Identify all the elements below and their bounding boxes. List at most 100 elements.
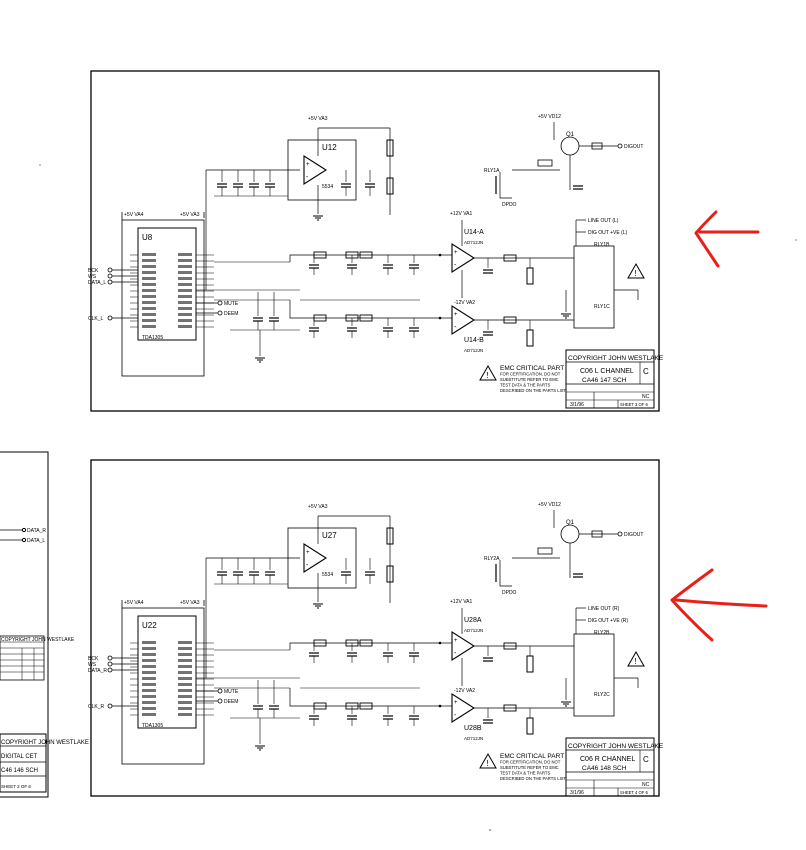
filter-capacitor xyxy=(216,571,228,576)
title-sheet: SHEET 4 OF 6 xyxy=(620,790,649,795)
dac-pin-label-left xyxy=(142,289,156,292)
dig-out-ve-label: DIG OUT +VE (R) xyxy=(588,618,628,624)
opamp-b-part: AD712JN xyxy=(464,736,483,741)
title-copyright: COPYRIGHT JOHN WESTLAKE xyxy=(568,743,664,750)
digout-label: DIGOUT xyxy=(624,144,643,150)
output-opamp-a xyxy=(451,243,475,273)
regulator-opamp xyxy=(303,155,327,185)
ground-symbol xyxy=(312,603,324,609)
ground-symbol xyxy=(254,357,266,363)
title-block xyxy=(565,737,655,797)
warning-triangle-icon xyxy=(627,651,645,667)
dac-pin-label-left xyxy=(142,301,156,304)
dac-pin-label-left xyxy=(142,653,156,656)
port-left-net xyxy=(107,655,113,661)
emc-note-line: TEST DATA & THE PARTS xyxy=(500,771,550,776)
dac-pin-label-left xyxy=(142,253,156,256)
relay-c-label: RLY1C xyxy=(594,304,610,310)
port-left-net xyxy=(107,267,113,273)
dac-pin-label-right xyxy=(178,713,192,716)
power-label-n12: -12V VA2 xyxy=(454,688,475,694)
transistor-ref: Q1 xyxy=(566,520,575,526)
filter-capacitor xyxy=(382,652,394,657)
filter-resistor xyxy=(359,702,373,710)
relay-b-label: RLY1B xyxy=(594,242,610,248)
title-sheet: SHEET 3 OF 6 xyxy=(620,402,649,407)
net-left-label: BCK xyxy=(88,656,99,662)
line-out-label: LINE OUT (R) xyxy=(588,606,620,612)
output-opamp-b xyxy=(451,305,475,335)
dac-pin-label-right xyxy=(178,653,192,656)
port-mid-net xyxy=(217,300,223,306)
digout-resistor xyxy=(591,142,603,150)
dac-pin-label-left xyxy=(142,683,156,686)
output-resistor xyxy=(503,642,517,650)
dac-ic-part: TDA1305 xyxy=(142,723,163,729)
regulator-ref: U12 xyxy=(322,143,337,152)
dac-pin-label-left xyxy=(142,641,156,644)
output-capacitor xyxy=(340,571,352,576)
title-drawing: CA46 148 SCH xyxy=(582,765,627,772)
dac-pin-label-right xyxy=(178,295,192,298)
relay-b-label: RLY2B xyxy=(594,630,610,636)
relay-a-label: RLY2A xyxy=(484,556,500,562)
power-label-vad: +5V VA3 xyxy=(180,600,200,606)
ground-symbol xyxy=(560,313,572,319)
title-name: C06 R CHANNEL xyxy=(580,756,635,763)
filter-capacitor xyxy=(408,264,420,269)
title-date: 3/1/96 xyxy=(570,790,584,796)
dac-pin-label-right xyxy=(178,641,192,644)
dac-pin-label-left xyxy=(142,665,156,668)
compensation-capacitor xyxy=(482,269,494,274)
title-date: 3/1/96 xyxy=(570,402,584,408)
power-label-vd12: +5V VD12 xyxy=(538,114,561,120)
red-arrow-top xyxy=(694,210,760,268)
filter-capacitor xyxy=(346,652,358,657)
title-block xyxy=(565,349,655,409)
left-title-name: DIGITAL CET xyxy=(1,754,38,760)
regulator-part: 5534 xyxy=(322,184,333,190)
filter-capacitor xyxy=(264,571,276,576)
transistor-q1 xyxy=(560,524,580,544)
dac-pin-label-left xyxy=(142,319,156,322)
dac-pin-label-right xyxy=(178,701,192,704)
net-left-label: CLK_L xyxy=(88,316,104,322)
compensation-capacitor xyxy=(482,657,494,662)
emc-note-line: FOR CERTIFICATION, DO NOT xyxy=(500,760,561,765)
dac-pin-label-left xyxy=(142,271,156,274)
filter-capacitor xyxy=(382,264,394,269)
filter-capacitor xyxy=(308,264,320,269)
dac-pin-label-right xyxy=(178,289,192,292)
output-capacitor xyxy=(340,183,352,188)
base-resistor xyxy=(537,159,553,167)
title-rev: NC xyxy=(642,782,650,788)
red-arrow-bottom xyxy=(670,568,768,642)
filter-capacitor xyxy=(408,652,420,657)
port-mid-net xyxy=(217,698,223,704)
net-left-label: DATA_R xyxy=(88,668,107,674)
dac-pin-label-right xyxy=(178,689,192,692)
title-drawing: CA46 147 SCH xyxy=(582,377,627,384)
filter-capacitor xyxy=(248,571,260,576)
net-left-label: CLK_R xyxy=(88,704,105,710)
dac-pin-label-left xyxy=(142,265,156,268)
title-rev: NC xyxy=(642,394,650,400)
power-label-vaa: +5V VA4 xyxy=(124,600,144,606)
power-label-va3: +5V VA3 xyxy=(308,504,328,510)
port-left-net xyxy=(107,315,113,321)
regulator-ref: U27 xyxy=(322,531,337,540)
digout-resistor xyxy=(591,530,603,538)
emc-note-line: SUBSTITUTE REFER TO EMC xyxy=(500,377,559,382)
dac-pin-label-left xyxy=(142,707,156,710)
output-capacitor xyxy=(364,571,376,576)
dac-pin-label-right xyxy=(178,307,192,310)
load-resistor xyxy=(526,717,534,735)
dac-pin-label-left xyxy=(142,277,156,280)
dac-pin-label-right xyxy=(178,325,192,328)
filter-resistor xyxy=(359,251,373,259)
decoupling-capacitor xyxy=(268,317,280,322)
dac-ic-body xyxy=(137,615,197,729)
left-net-data-r: DATA_R xyxy=(27,528,46,534)
dac-pin-label-left xyxy=(142,659,156,662)
output-resistor xyxy=(503,316,517,324)
